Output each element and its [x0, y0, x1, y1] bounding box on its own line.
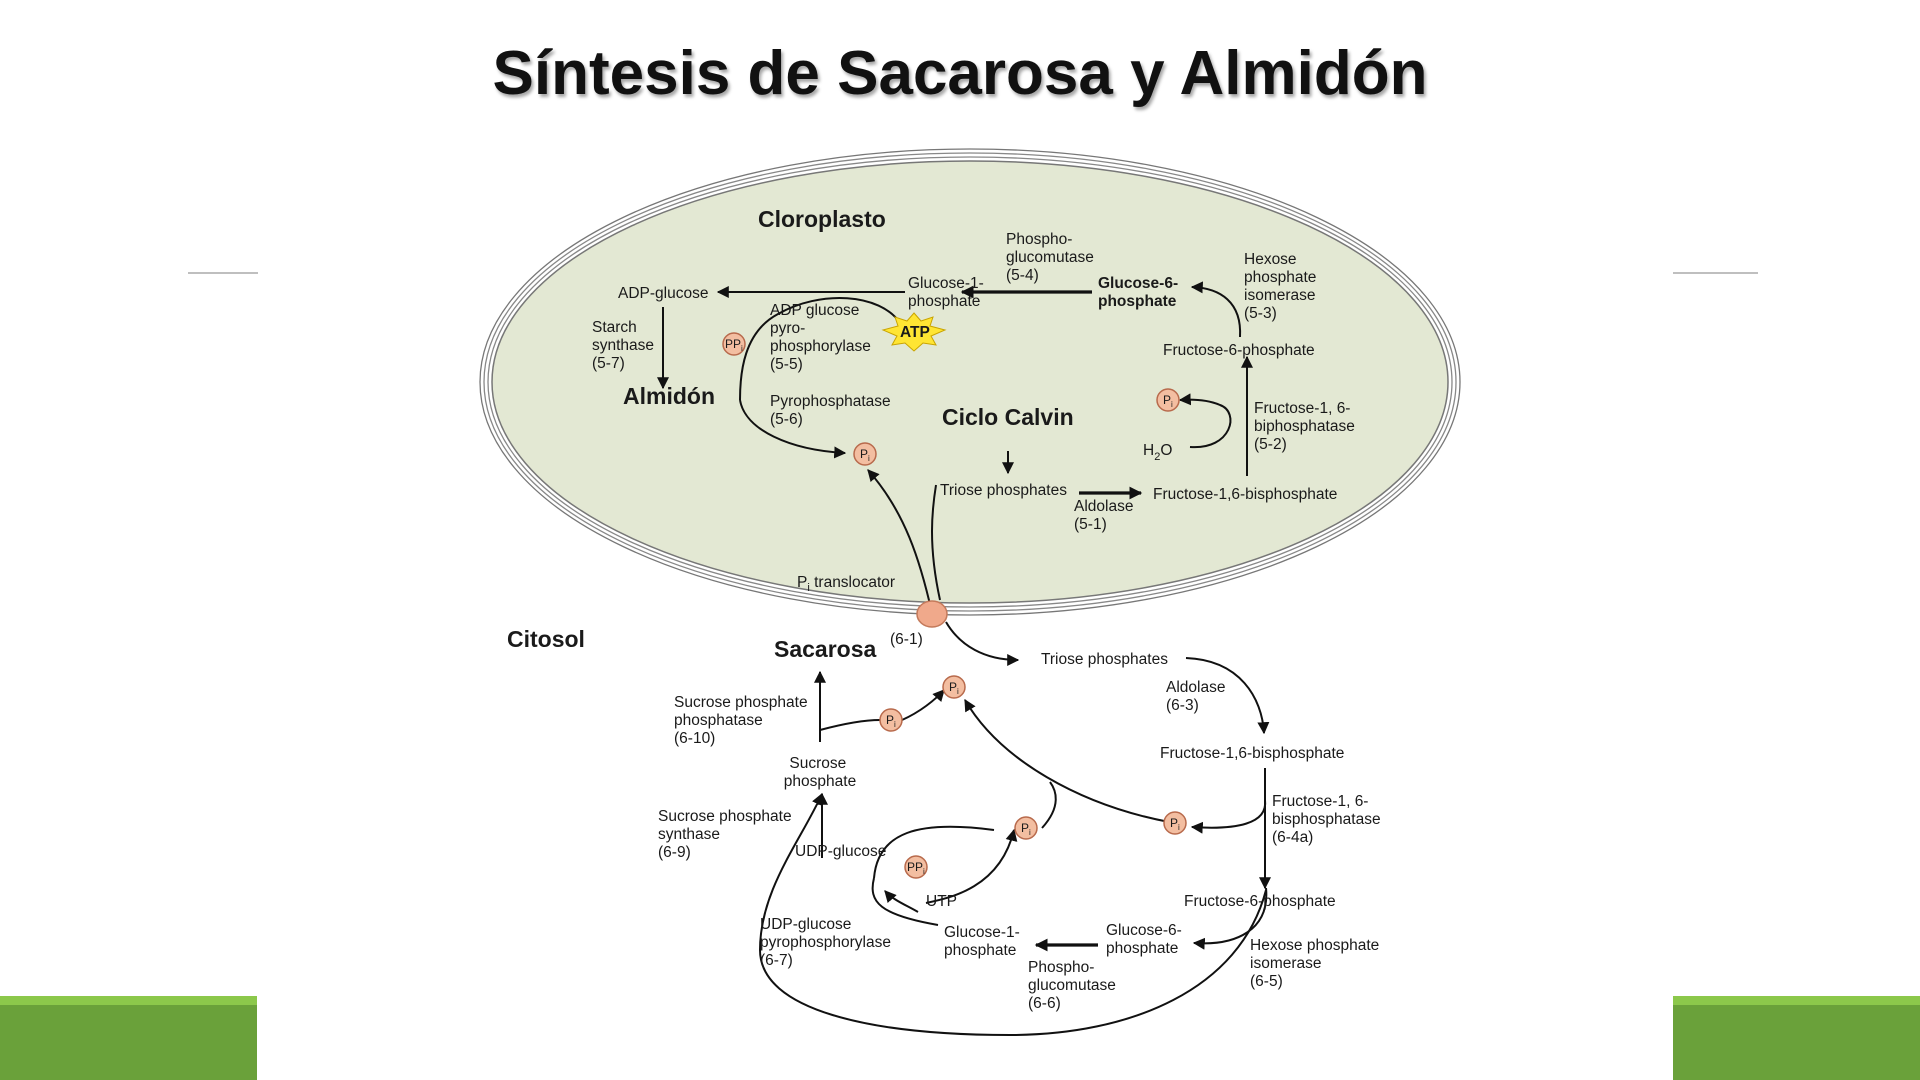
cytosol-glucose-1-phosphate-label: Glucose-1- phosphate — [944, 924, 1024, 959]
chloroplast-fructose-1-6-bisphosphate-label: Fructose-1,6-bisphosphate — [1153, 486, 1337, 503]
sucrose-phosphate-phosphatase-label: Sucrose phosphate phosphatase (6-10) — [674, 694, 812, 747]
sacarosa-label: Sacarosa — [774, 636, 877, 662]
right-accent-bar — [1673, 996, 1920, 1080]
calvin-cycle-label: Ciclo Calvin — [942, 404, 1074, 430]
chloroplast-triose-phosphates-label: Triose phosphates — [940, 482, 1067, 499]
svg-text:Pi: Pi — [1163, 393, 1173, 409]
utp-label: UTP — [926, 893, 957, 910]
chloroplast-aldolase-label: Aldolase (5-1) — [1074, 498, 1138, 533]
cytosol-fructose-6-phosphate-label: Fructose-6-phosphate — [1184, 893, 1336, 910]
pyrophosphatase-label: Pyrophosphatase (5-6) — [770, 393, 895, 428]
cytosol-fructose-bisphosphatase-label: Fructose-1, 6- bisphosphatase (6-4a) — [1272, 793, 1385, 846]
cytosol-triose-phosphates-label: Triose phosphates — [1041, 651, 1168, 668]
cytosol-fructose-1-6-bisphosphate-label: Fructose-1,6-bisphosphate — [1160, 745, 1344, 762]
chloroplast-hexose-phosphate-isomerase-label: Hexose phosphate isomerase (5-3) — [1244, 251, 1321, 322]
chloroplast-fructose-bisphosphatase-label: Fructose-1, 6- biphosphatase (5-2) — [1254, 400, 1359, 453]
pi-translocator — [916, 600, 948, 628]
chloroplast-arrows — [657, 281, 1253, 614]
left-accent-bar — [0, 996, 257, 1080]
ppi-symbol: PPi — [722, 332, 746, 356]
svg-text:Pi: Pi — [886, 713, 896, 729]
slide-title: Síntesis de Sacarosa y Almidón — [492, 39, 1428, 108]
cytosol-aldolase-label: Aldolase (6-3) — [1166, 679, 1230, 714]
svg-text:Pi: Pi — [860, 447, 870, 463]
cytosol-label: Citosol — [507, 626, 585, 652]
pi-symbol: Pi — [942, 675, 966, 699]
svg-text:PPi: PPi — [725, 337, 743, 353]
water-label: H2O — [1143, 442, 1172, 463]
pi-symbol: Pi — [1156, 388, 1180, 412]
atp-burst — [881, 312, 947, 352]
udp-glucose-label: UDP-glucose — [795, 843, 886, 860]
cytosol-hexose-phosphate-isomerase-label: Hexose phosphate isomerase (6-5) — [1250, 937, 1384, 990]
svg-text:Pi: Pi — [1170, 816, 1180, 832]
pi-symbol: Pi — [1014, 816, 1038, 840]
chloroplast-glucose-6-phosphate-label: Glucose-6- phosphate — [1098, 275, 1182, 310]
adp-glucose-label: ADP-glucose — [618, 285, 708, 302]
cytosol-phosphoglucomutase-label: Phospho- glucomutase (6-6) — [1028, 959, 1120, 1012]
chloroplast-stroma — [491, 160, 1449, 604]
pi-symbol: Pi — [1163, 811, 1187, 835]
sucrose-phosphate-label: Sucrose phosphate — [784, 755, 856, 790]
svg-text:Pi: Pi — [1021, 821, 1031, 837]
adp-glucose-pyrophosphorylase-label: ADP glucose pyro- phosphorylase (5-5) — [770, 302, 875, 373]
chloroplast-glucose-1-phosphate-label: Glucose-1- phosphate — [908, 275, 988, 310]
svg-text:PPi: PPi — [907, 860, 925, 876]
chloroplast-membrane — [479, 148, 1461, 616]
almidon-label: Almidón — [623, 383, 715, 409]
svg-text:Pi: Pi — [949, 680, 959, 696]
translocator-number-label: (6-1) — [890, 631, 923, 648]
chloroplast-phosphoglucomutase-label: Phospho- glucomutase (5-4) — [1006, 231, 1098, 284]
pi-translocator-label: Pi translocator — [797, 574, 895, 594]
right-divider — [1673, 272, 1758, 274]
udp-glucose-pyrophosphorylase-label: UDP-glucose pyrophosphorylase (6-7) — [760, 916, 895, 969]
sucrose-phosphate-synthase-label: Sucrose phosphate synthase (6-9) — [658, 808, 796, 861]
pi-symbol: Pi — [853, 442, 877, 466]
ppi-symbol: PPi — [904, 855, 928, 879]
chloroplast-label: Cloroplasto — [758, 206, 886, 232]
cytosol-glucose-6-phosphate-label: Glucose-6- phosphate — [1106, 922, 1186, 957]
pi-symbol: Pi — [879, 708, 903, 732]
cytosol-arrows — [758, 621, 1271, 1037]
atp-label: ATP — [900, 324, 930, 341]
pi-symbols: PPi Pi Pi Pi Pi Pi Pi PPi — [722, 332, 1187, 879]
chloroplast-fructose-6-phosphate-label: Fructose-6-phosphate — [1163, 342, 1315, 359]
left-divider — [188, 272, 258, 274]
starch-synthase-label: Starch synthase (5-7) — [592, 319, 658, 372]
